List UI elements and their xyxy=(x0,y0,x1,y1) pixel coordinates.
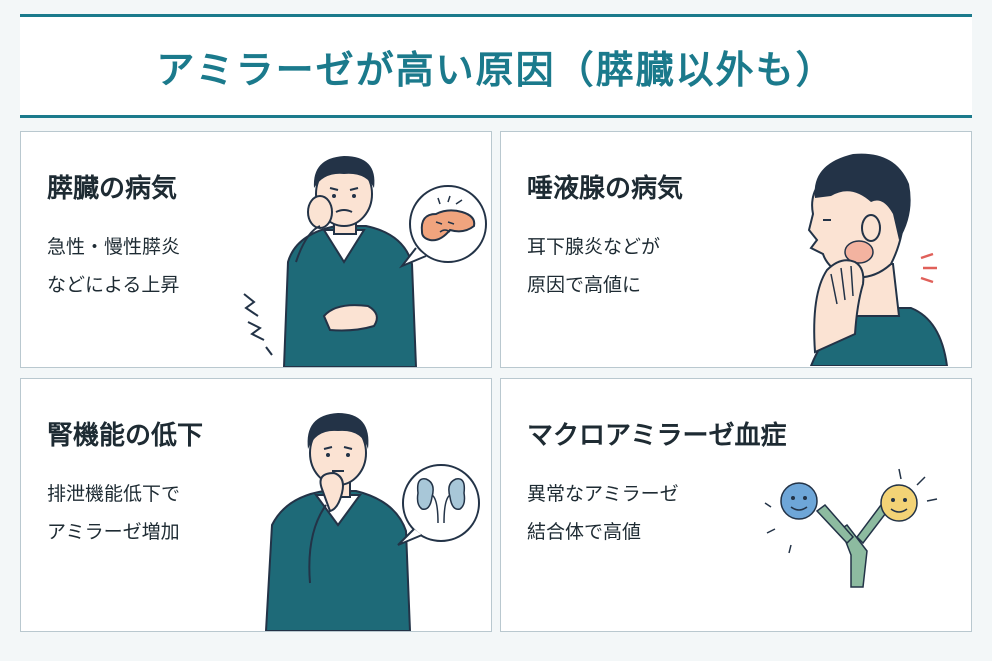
blue-smiley-icon xyxy=(780,482,818,520)
card-pancreas: 膵臓の病気 急性・慢性膵炎 などによる上昇 xyxy=(20,131,492,368)
antibody-complex-illustration xyxy=(764,468,938,588)
card-title: 膵臓の病気 xyxy=(47,174,178,204)
kidney-icon xyxy=(416,478,466,524)
yellow-smiley-icon xyxy=(880,484,918,522)
pancreas-icon xyxy=(420,195,476,242)
antibody-icon xyxy=(815,503,891,588)
card-title: 唾液腺の病気 xyxy=(527,174,684,204)
man-stomach-pain-illustration xyxy=(243,156,487,367)
man-thinking-illustration xyxy=(264,413,480,631)
card-salivary-gland: 唾液腺の病気 耳下腺炎などが 原因で高値に xyxy=(500,131,972,368)
card-desc-line: などによる上昇 xyxy=(47,274,180,296)
card-description: 排泄機能低下で アミラーゼ増加 xyxy=(47,475,180,551)
card-description: 耳下腺炎などが 原因で高値に xyxy=(527,228,660,304)
card-title: マクロアミラーゼ血症 xyxy=(527,421,787,451)
card-desc-line: 急性・慢性膵炎 xyxy=(47,236,181,258)
card-kidney: 腎機能の低下 排泄機能低下で アミラーゼ増加 xyxy=(20,378,492,632)
pain-mark-icon xyxy=(243,293,273,356)
card-description: 急性・慢性膵炎 などによる上昇 xyxy=(47,228,180,304)
card-desc-line: 異常なアミラーゼ xyxy=(527,483,679,505)
card-macroamylasemia: マクロアミラーゼ血症 異常なアミラーゼ 結合体で高値 xyxy=(500,378,972,632)
card-desc-line: 耳下腺炎などが xyxy=(527,236,661,258)
card-title: 腎機能の低下 xyxy=(47,421,204,451)
card-description: 異常なアミラーゼ 結合体で高値 xyxy=(527,475,679,551)
card-desc-line: アミラーゼ増加 xyxy=(47,521,180,543)
card-desc-line: 結合体で高値 xyxy=(527,521,642,543)
pain-mark-icon xyxy=(920,252,937,284)
card-desc-line: 原因で高値に xyxy=(527,274,642,296)
title-bar: アミラーゼが高い原因（膵臓以外も） xyxy=(20,14,972,118)
card-desc-line: 排泄機能低下で xyxy=(47,483,181,505)
man-profile-cheek-illustration xyxy=(807,153,949,366)
page-title: アミラーゼが高い原因（膵臓以外も） xyxy=(156,47,836,92)
